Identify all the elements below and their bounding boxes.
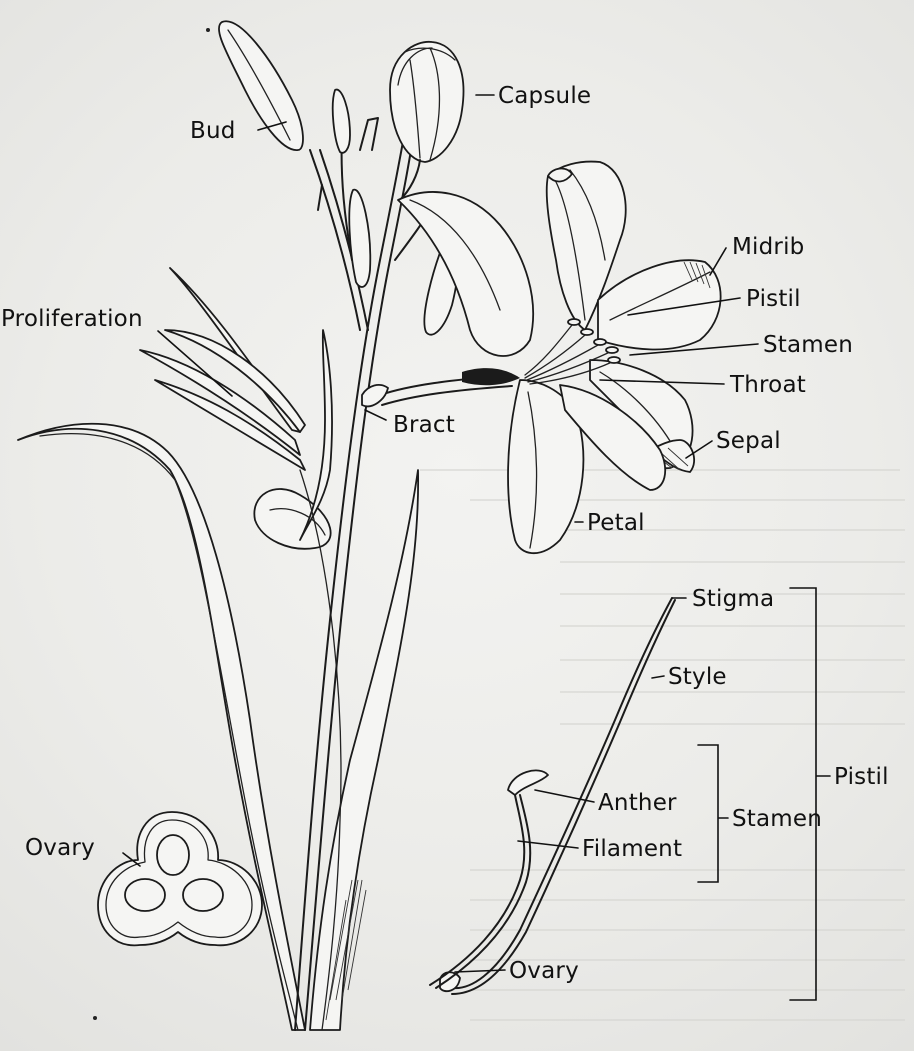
- label-stamen-flower: Stamen: [763, 332, 853, 358]
- label-pistil-group: Pistil: [834, 764, 889, 790]
- label-stigma: Stigma: [692, 586, 774, 612]
- label-pistil-flower: Pistil: [746, 286, 801, 312]
- ovary-cross-section: [98, 812, 262, 945]
- label-capsule: Capsule: [498, 83, 591, 109]
- flower: [398, 162, 721, 554]
- capsule: [390, 42, 463, 200]
- label-ovary-cross-section: Ovary: [25, 835, 95, 861]
- label-throat: Throat: [729, 372, 806, 398]
- label-style: Style: [668, 664, 727, 690]
- label-sepal: Sepal: [716, 428, 781, 454]
- dissected-stamen: [430, 770, 548, 988]
- label-stamen-group: Stamen: [732, 806, 822, 832]
- label-anther: Anther: [598, 790, 677, 816]
- label-midrib: Midrib: [732, 234, 804, 260]
- label-proliferation: Proliferation: [1, 306, 143, 332]
- ink-dot: [206, 28, 210, 32]
- ink-dot: [93, 1016, 97, 1020]
- label-bract: Bract: [393, 412, 455, 438]
- label-filament: Filament: [582, 836, 682, 862]
- label-petal: Petal: [587, 510, 645, 536]
- page-show-through: [420, 470, 905, 1020]
- label-ovary-bottom: Ovary: [509, 958, 579, 984]
- label-bud: Bud: [190, 118, 236, 144]
